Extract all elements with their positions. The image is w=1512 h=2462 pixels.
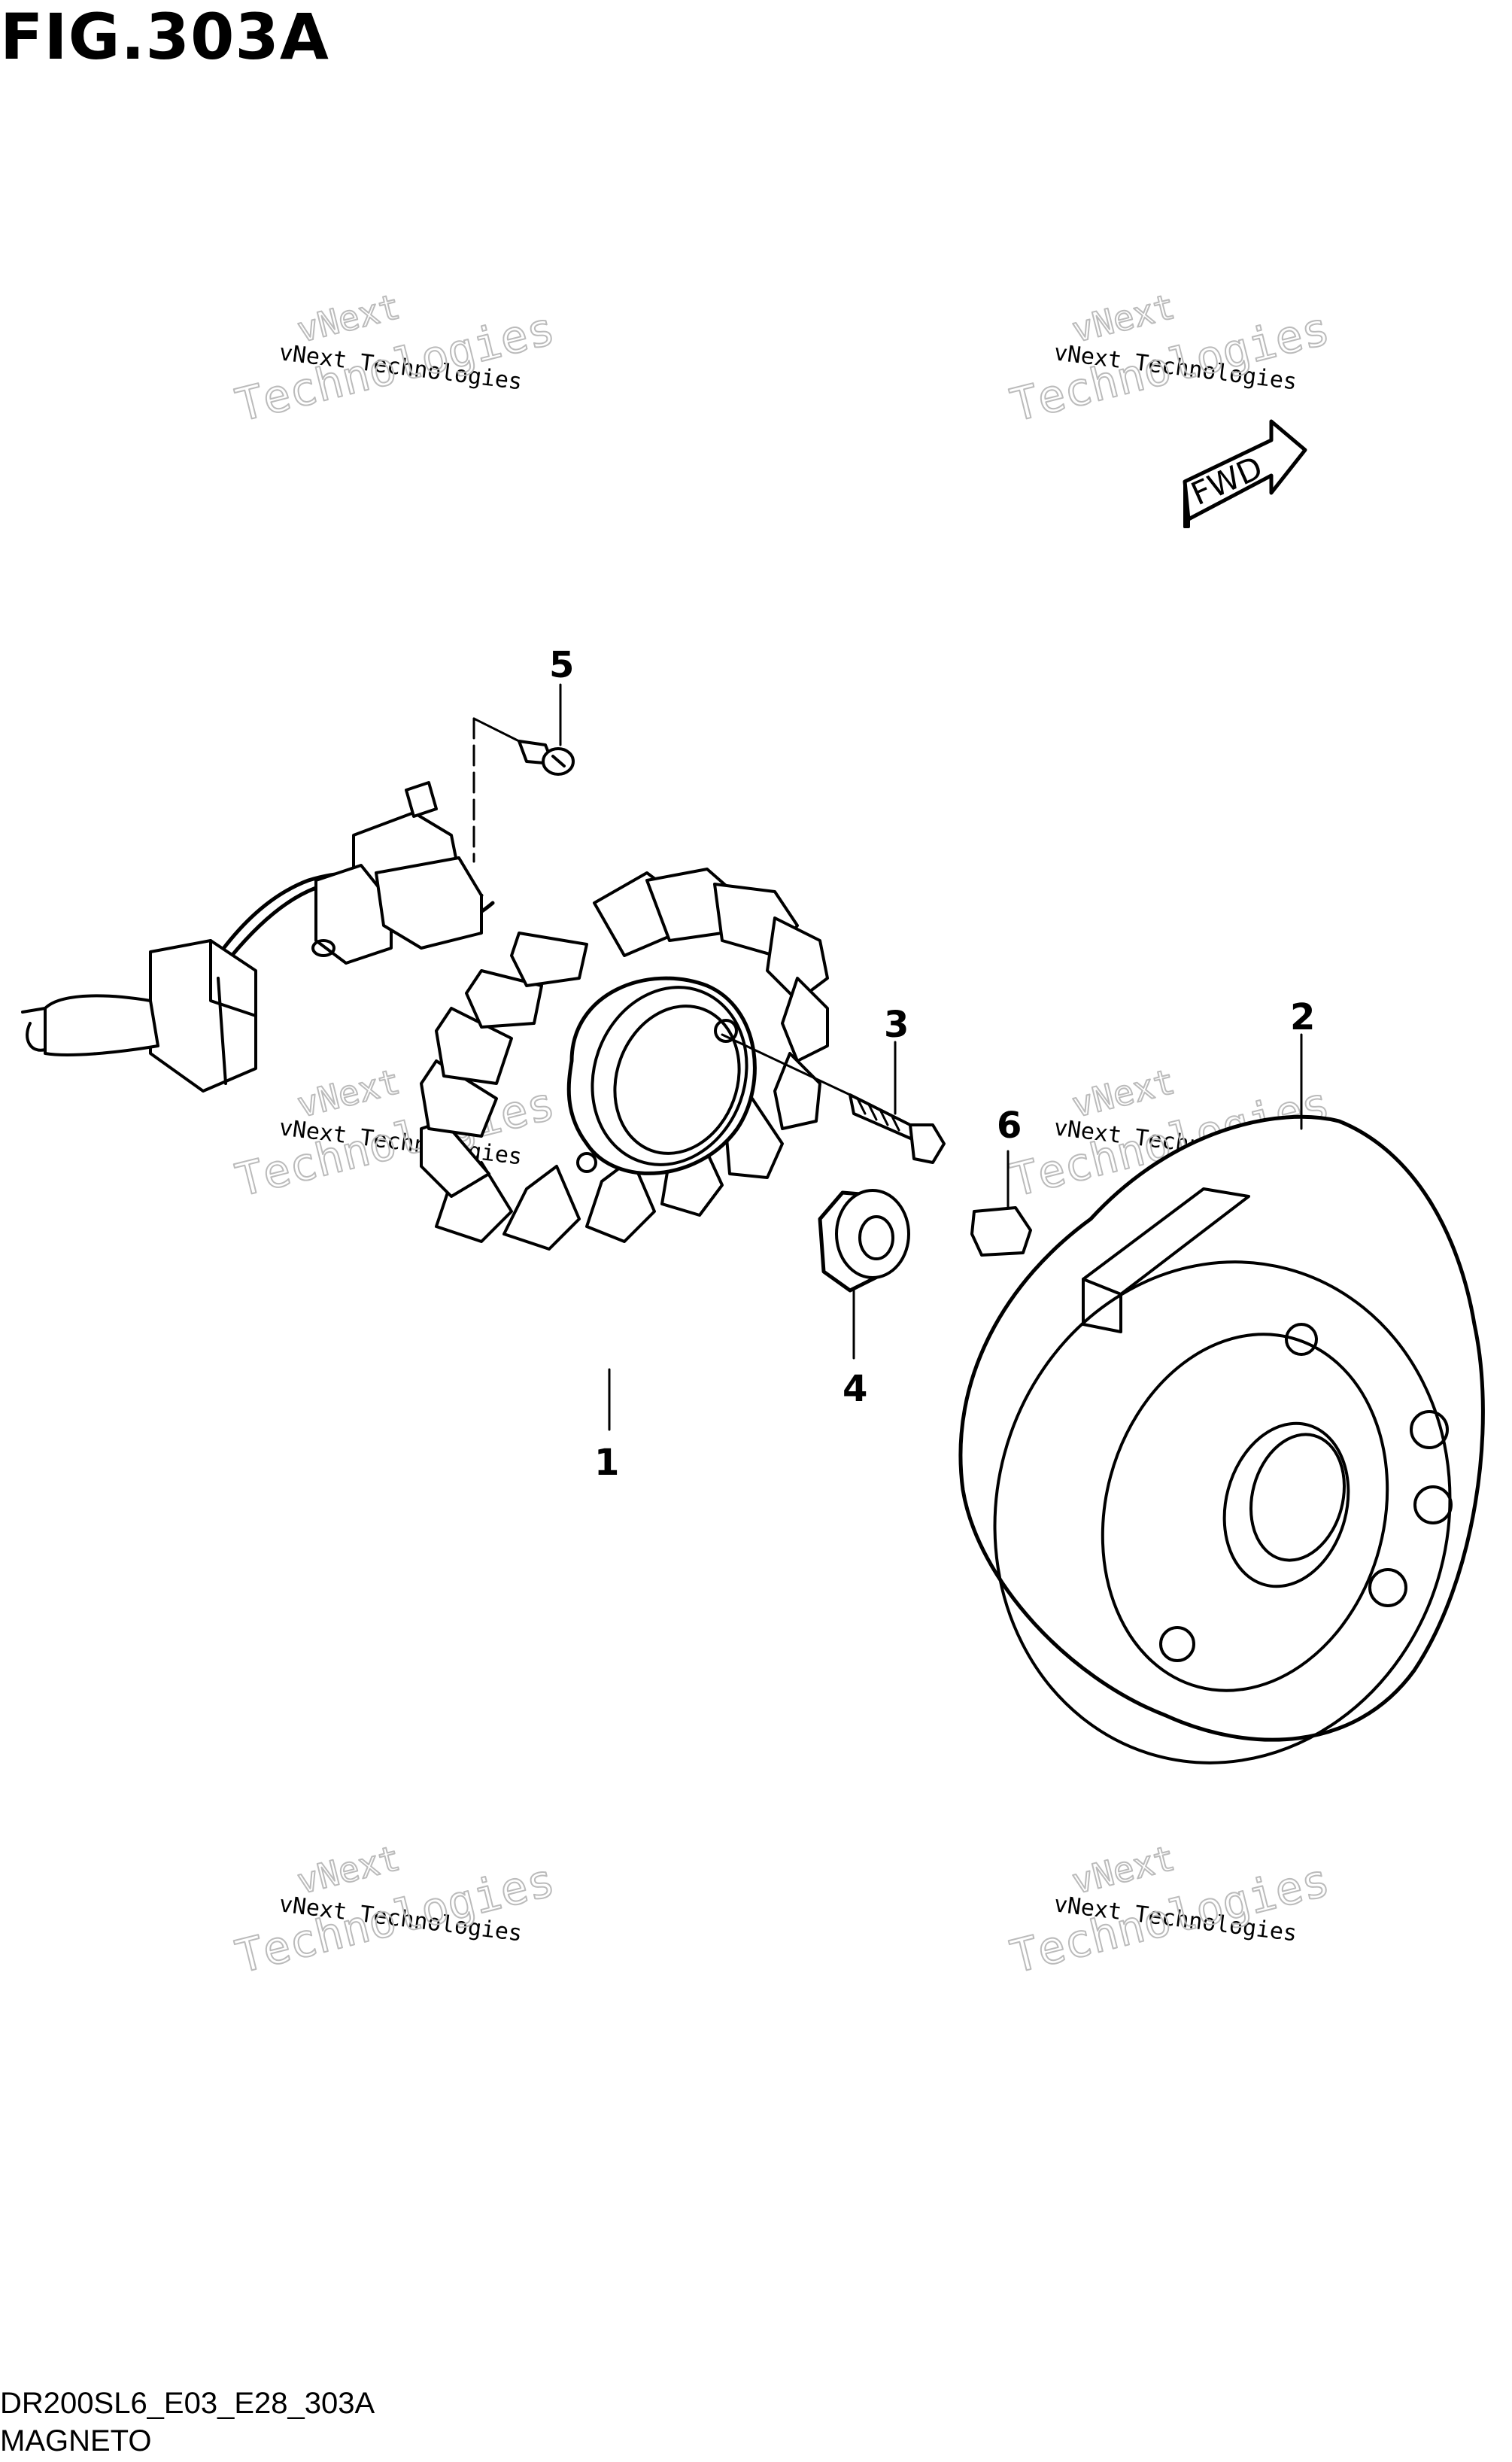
watermark-bottom-right: vNext Technologies vNext Technologies (1005, 1837, 1336, 1985)
watermark-bottom-left: vNext Technologies vNext Technologies (230, 1837, 561, 1985)
callout-4: 4 (843, 1368, 867, 1410)
callout-6: 6 (997, 1105, 1022, 1147)
watermark-line1: vNext (1068, 286, 1179, 351)
callout-3: 3 (884, 1004, 909, 1046)
watermark-line1: vNext (1068, 1061, 1179, 1126)
figure-name: MAGNETO (0, 2424, 152, 2457)
fwd-direction-badge: FWD (1183, 419, 1307, 528)
watermark-line1: vNext (293, 1061, 404, 1126)
watermark-mid-left: vNext Technologies vNext Technologies (230, 1060, 561, 1208)
callout-2: 2 (1290, 996, 1315, 1038)
callout-1: 1 (594, 1442, 619, 1484)
key-part-6 (970, 1150, 1032, 1257)
watermark-top-left: vNext Technologies vNext Technologies (230, 285, 561, 433)
screw-part-5 (472, 717, 575, 863)
watermark-line1: vNext (293, 1837, 404, 1902)
fwd-label: FWD (1186, 448, 1268, 512)
figure-title: FIG.303A (0, 0, 329, 74)
nut-part-4 (818, 1189, 910, 1360)
figure-code: DR200SL6_E03_E28_303A (0, 2387, 375, 2420)
bolt-part-3 (721, 1033, 946, 1164)
watermark-top-right: vNext Technologies vNext Technologies (1005, 285, 1336, 433)
watermark-line1: vNext (1068, 1837, 1179, 1902)
stator-part-1 (21, 781, 829, 1431)
callout-5: 5 (549, 644, 574, 686)
rotor-part-2 (958, 1033, 1485, 1764)
watermark-line1: vNext (293, 286, 404, 351)
